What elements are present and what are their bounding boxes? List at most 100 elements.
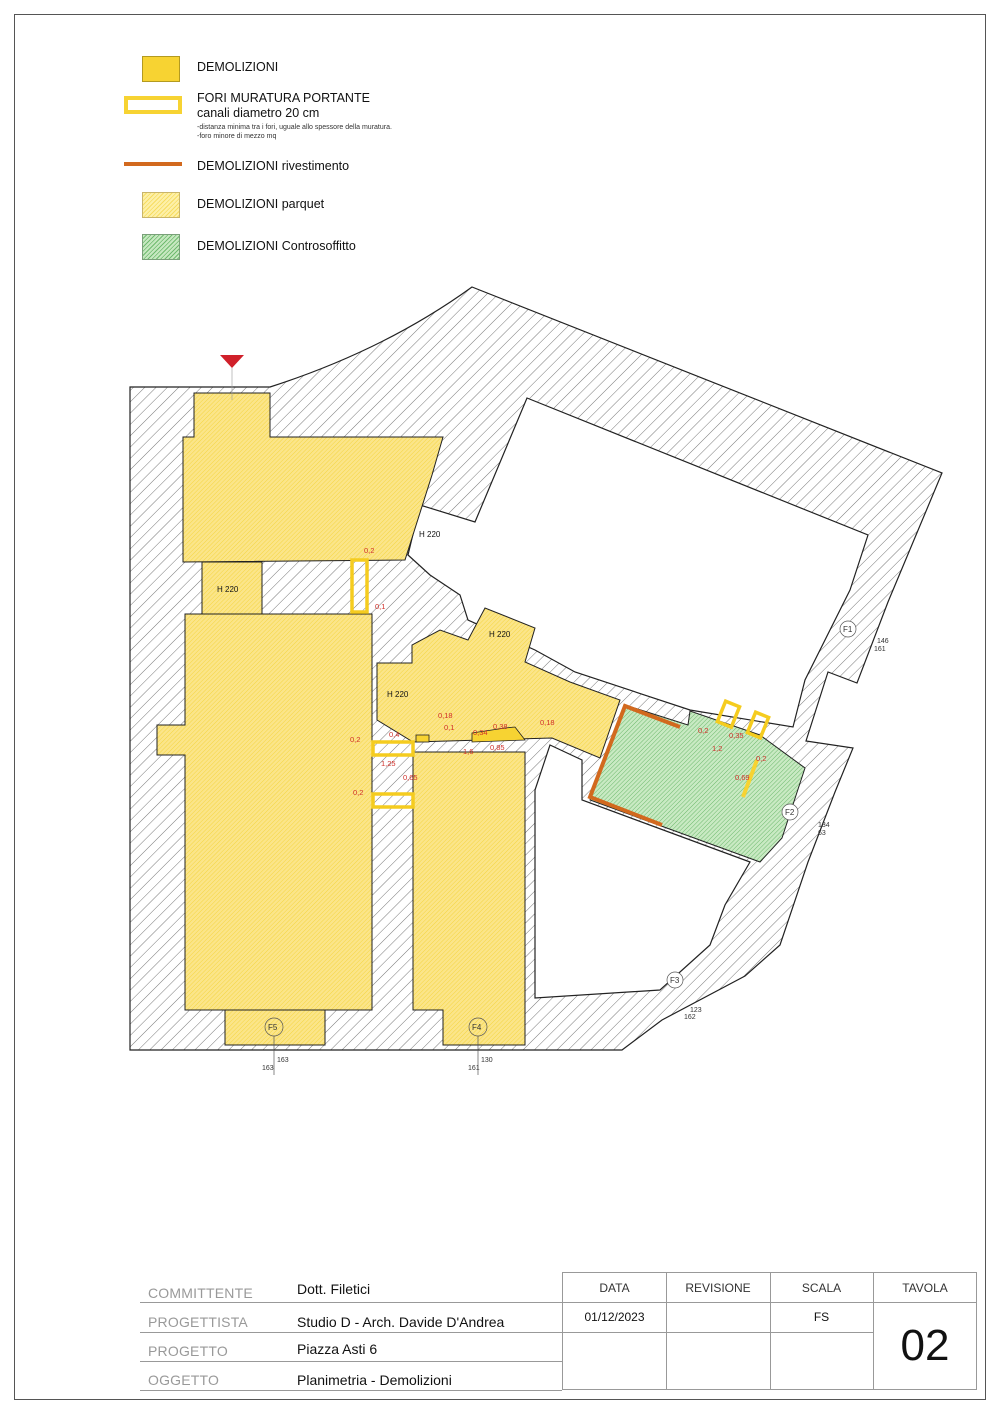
legend-swatch-demolizioni bbox=[142, 56, 180, 82]
dimension-label: 0,18 bbox=[540, 718, 555, 727]
legend-label: DEMOLIZIONI Controsoffitto bbox=[197, 239, 356, 253]
opening bbox=[371, 792, 415, 809]
drawing-sheet-border bbox=[14, 14, 986, 1400]
tavola-header: TAVOLA bbox=[902, 1281, 948, 1295]
window-dim: 161 bbox=[874, 646, 886, 653]
demolition-solid bbox=[741, 759, 759, 798]
dimension-label: 1,25 bbox=[381, 759, 396, 768]
dimension-label: 0,1 bbox=[375, 602, 385, 611]
data-header: DATA bbox=[599, 1281, 630, 1295]
dimension-label: 0,4 bbox=[389, 730, 399, 739]
title-grid: DATA REVISIONE SCALA TAVOLA 01/12/2023 F… bbox=[562, 1272, 977, 1390]
dimension-label: 0,2 bbox=[353, 788, 363, 797]
courtyard-lower bbox=[534, 744, 751, 999]
corridor bbox=[376, 607, 621, 759]
parquet-demolition-areas bbox=[156, 392, 621, 1046]
divider bbox=[563, 1332, 874, 1333]
entry-marker-icon bbox=[220, 355, 244, 368]
dimension-label: 0,18 bbox=[438, 711, 453, 720]
legend-note: -distanza minima tra i fori, uguale allo… bbox=[197, 124, 392, 131]
committente-value: Dott. Filetici bbox=[297, 1281, 371, 1297]
dimension-label: 1,2 bbox=[712, 744, 722, 753]
dimension-label: 0,2 bbox=[698, 726, 708, 735]
legend-label: DEMOLIZIONI bbox=[197, 60, 279, 74]
dimension-label: 0,2 bbox=[756, 754, 766, 763]
dimension-label: 0,69 bbox=[735, 773, 750, 782]
legend-swatch-fori bbox=[124, 96, 182, 114]
window-dim: 134 bbox=[818, 822, 830, 829]
dimension-label: 0,1 bbox=[444, 723, 454, 732]
door-f5 bbox=[224, 1009, 326, 1046]
divider bbox=[873, 1302, 977, 1303]
revisione-header: REVISIONE bbox=[685, 1281, 751, 1295]
window-dim: 163 bbox=[277, 1057, 289, 1064]
window-id: F5 bbox=[268, 1023, 278, 1032]
window-dim: 161 bbox=[468, 1065, 480, 1072]
divider bbox=[140, 1361, 562, 1362]
tavola-value: 02 bbox=[900, 1321, 950, 1370]
title-block: COMMITTENTE Dott. Filetici PROGETTISTA S… bbox=[140, 1272, 978, 1392]
window-id: F4 bbox=[472, 1023, 482, 1032]
divider bbox=[140, 1332, 562, 1333]
dimension-label: 1,6 bbox=[463, 747, 473, 756]
room-right bbox=[412, 751, 526, 1046]
dimension-label: 0,35 bbox=[729, 731, 744, 740]
opening bbox=[371, 740, 415, 757]
legend-swatch-parquet bbox=[142, 192, 180, 218]
legend-swatch-controsoffitto bbox=[142, 234, 180, 260]
window-dim: 130 bbox=[481, 1057, 493, 1064]
window-id: F2 bbox=[785, 808, 795, 817]
divider bbox=[770, 1273, 771, 1389]
legend-swatch-rivestimento bbox=[124, 162, 182, 166]
opening bbox=[715, 698, 742, 730]
dimension-label: 0,2 bbox=[364, 546, 374, 555]
window-id: F1 bbox=[843, 625, 853, 634]
legend-label: FORI MURATURA PORTANTE bbox=[197, 91, 370, 105]
divider bbox=[140, 1302, 562, 1303]
opening bbox=[745, 709, 771, 741]
height-label: H 220 bbox=[489, 630, 511, 639]
room-top bbox=[182, 392, 444, 563]
committente-label: COMMITTENTE bbox=[148, 1285, 253, 1301]
window-dim: 163 bbox=[262, 1065, 274, 1072]
window-dim: 162 bbox=[684, 1014, 696, 1021]
divider bbox=[563, 1302, 874, 1303]
progettista-value: Studio D - Arch. Davide D'Andrea bbox=[297, 1314, 505, 1330]
height-label: H 220 bbox=[387, 690, 409, 699]
divider bbox=[140, 1390, 562, 1391]
legend-label: DEMOLIZIONI rivestimento bbox=[197, 159, 350, 173]
scala-header: SCALA bbox=[801, 1281, 842, 1295]
oggetto-value: Planimetria - Demolizioni bbox=[297, 1372, 452, 1388]
dimension-label: 0,2 bbox=[350, 735, 360, 744]
window-id: F3 bbox=[670, 976, 680, 985]
dimension-label: 0,65 bbox=[403, 773, 418, 782]
divider bbox=[873, 1273, 874, 1389]
dimension-label: 0,85 bbox=[490, 743, 505, 752]
dimension-labels: 0,2 0,1 0,18 0,1 0,34 0,38 0,18 1,6 0,85… bbox=[350, 546, 766, 797]
progetto-label: PROGETTO bbox=[148, 1343, 228, 1359]
legend-note: -foro minore di mezzo mq bbox=[197, 133, 277, 140]
dimension-label: 0,38 bbox=[493, 722, 508, 731]
wall-openings bbox=[350, 558, 771, 809]
window-dim: 63 bbox=[818, 830, 826, 837]
demolition-solid bbox=[471, 726, 526, 743]
legend-label: DEMOLIZIONI parquet bbox=[197, 197, 325, 211]
data-value: 01/12/2023 bbox=[584, 1310, 645, 1324]
opening bbox=[350, 558, 369, 614]
window-dim: 123 bbox=[690, 1007, 702, 1014]
window-dim: 146 bbox=[877, 638, 889, 645]
scala-value: FS bbox=[813, 1310, 830, 1324]
rivestimento-demolition-line bbox=[587, 703, 681, 827]
height-label: H 220 bbox=[217, 585, 239, 594]
dimension-label: 0,34 bbox=[473, 728, 488, 737]
demolition-solid bbox=[415, 734, 430, 743]
progetto-value: Piazza Asti 6 bbox=[297, 1341, 378, 1357]
room-left bbox=[156, 613, 373, 1011]
height-label: H 220 bbox=[419, 530, 441, 539]
legend-sublabel: canali diametro 20 cm bbox=[197, 106, 320, 120]
